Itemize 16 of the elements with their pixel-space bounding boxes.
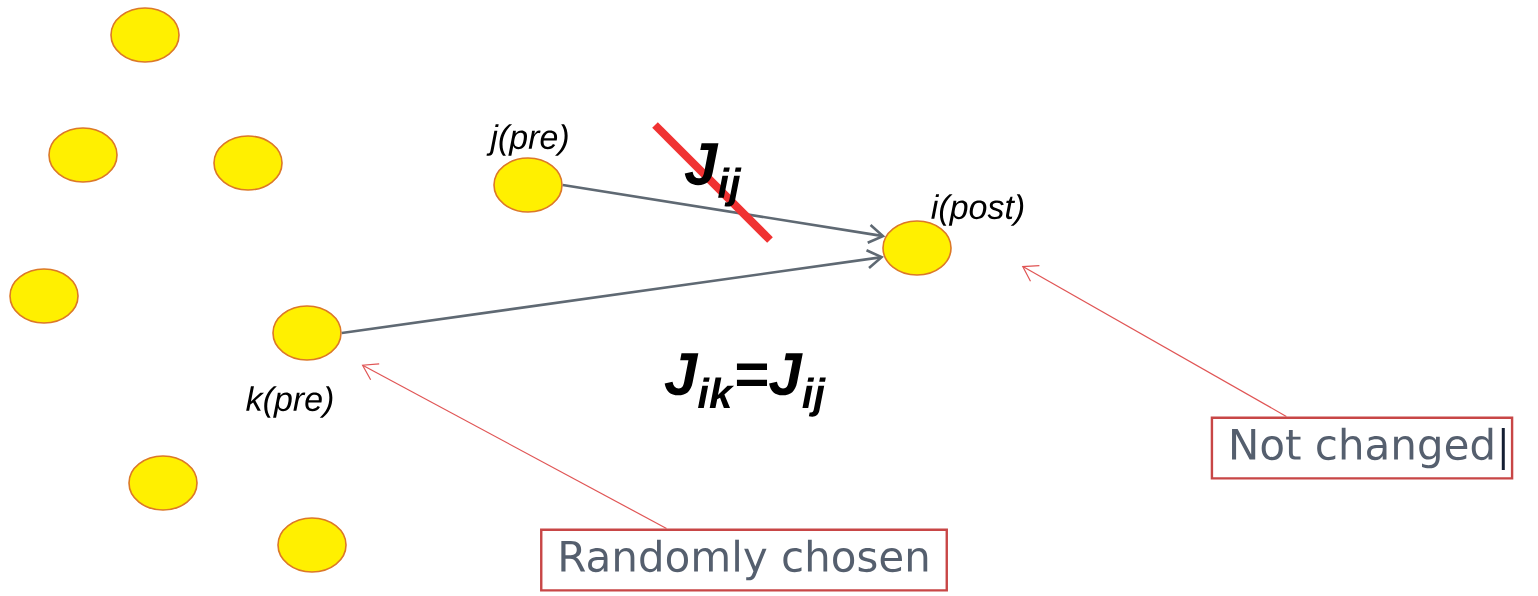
- neuron-circle: [9, 268, 79, 324]
- neuron-circle: [48, 127, 118, 183]
- neuron-label: k(pre): [246, 386, 333, 418]
- text-box: Not changed: [1210, 416, 1514, 480]
- neuron-label: j(pre): [486, 124, 568, 156]
- arrow: [341, 249, 884, 335]
- text-box: Randomly chosen: [540, 528, 948, 592]
- neuron-circle: [110, 7, 180, 63]
- neuron-circle: [277, 517, 347, 573]
- arrow: [361, 363, 668, 530]
- neuron-label: i(post): [931, 194, 1024, 226]
- arrow: [1021, 265, 1287, 418]
- arrow: [562, 183, 886, 244]
- neuron-circle: [128, 455, 198, 511]
- equation-label: J$_{ik}$=J$_{ij}$: [664, 353, 826, 417]
- neuron-circle: [213, 135, 283, 191]
